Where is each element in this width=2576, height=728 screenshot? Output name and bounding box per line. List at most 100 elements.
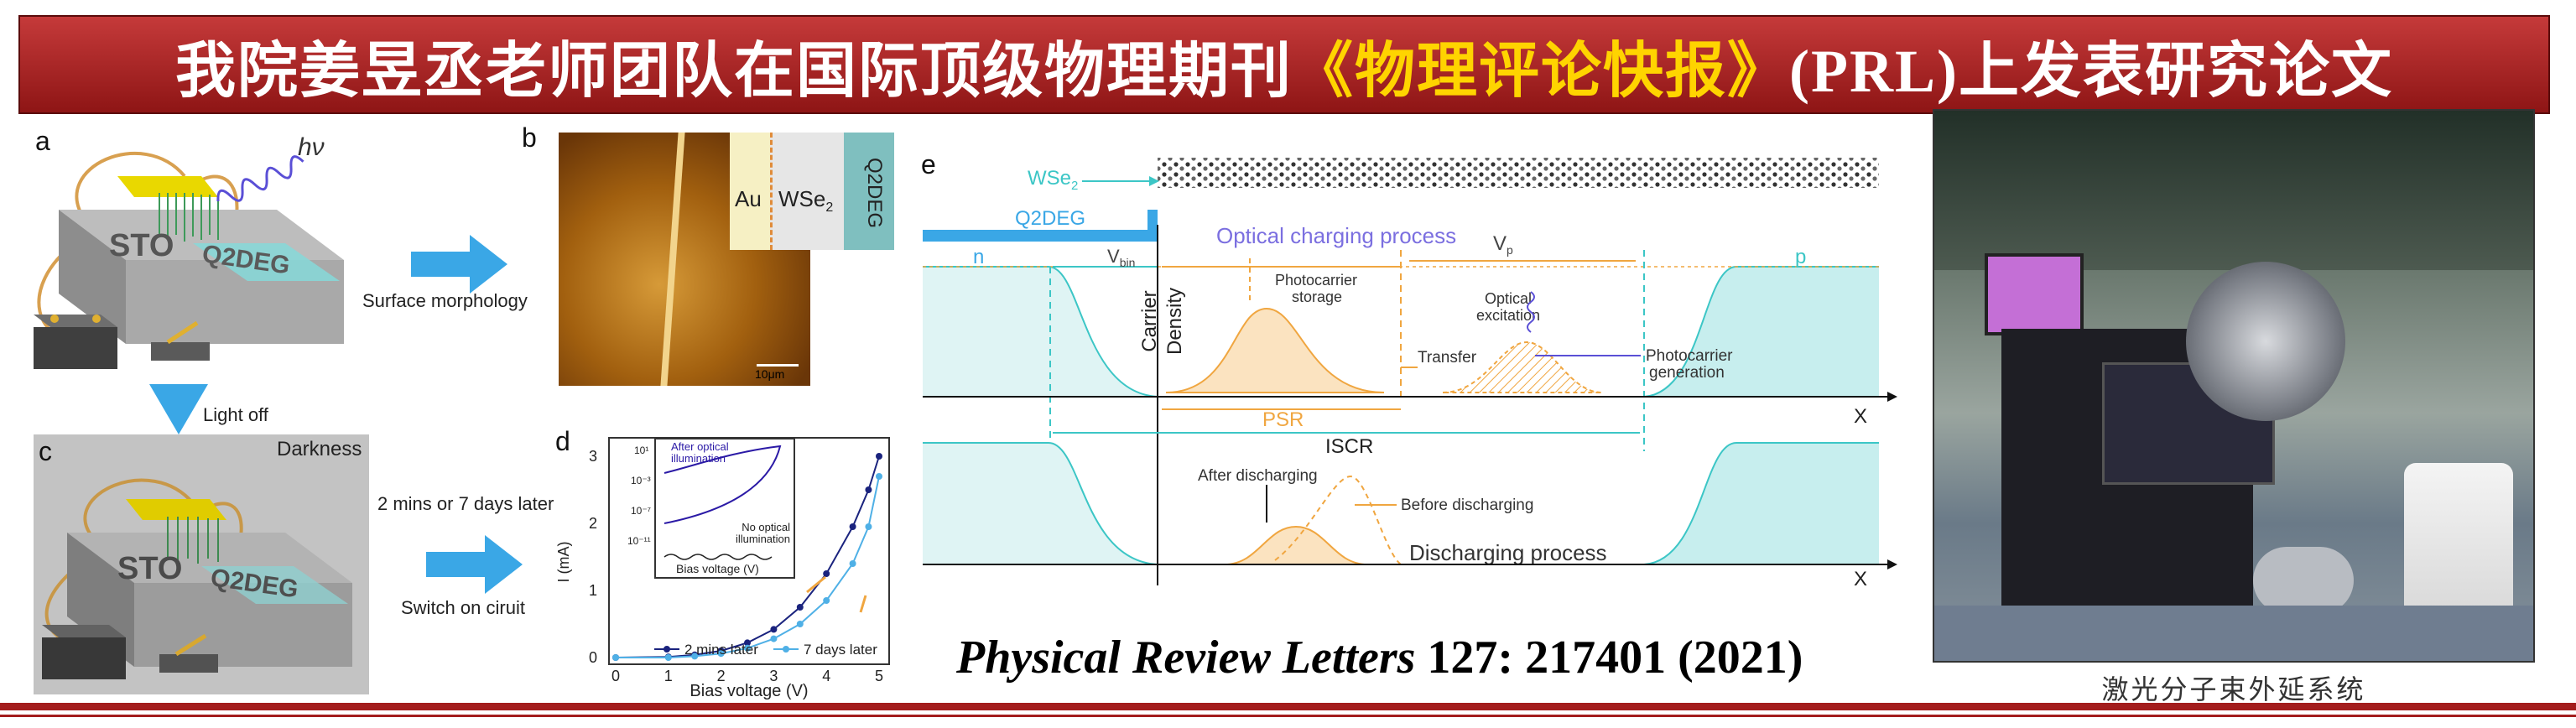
- down-arrow-icon: [149, 384, 208, 434]
- bottom-rule-thin: [0, 715, 2576, 717]
- scale-label: 10μm: [755, 367, 785, 381]
- light-off-label: Light off: [203, 404, 268, 425]
- optical-charging-label: Optical charging process: [1216, 223, 1456, 248]
- data-point: [691, 653, 699, 660]
- right-arrow-icon: [411, 235, 507, 294]
- y-tick-label: 3: [589, 448, 597, 465]
- sto-label-a: STO: [109, 228, 174, 263]
- x-tick-label: 4: [822, 668, 830, 684]
- x-tick-label: 0: [611, 668, 620, 684]
- inset-ytick-1: 10⁻³: [631, 475, 651, 486]
- data-point: [770, 626, 778, 633]
- inset-ytick-0: 10¹: [634, 445, 649, 456]
- wse2-label-b: WSe2: [778, 186, 834, 216]
- optical-excitation-2: excitation: [1476, 307, 1540, 324]
- before-discharging-label: Before discharging: [1401, 497, 1533, 514]
- y-tick-label: 1: [589, 582, 597, 599]
- data-point: [876, 473, 882, 480]
- page-title-banner: 我院姜昱丞老师团队在国际顶级物理期刊《物理评论快报》(PRL)上发表研究论文: [18, 15, 2550, 114]
- wse2-label-e: WSe2: [1028, 167, 1078, 193]
- data-point: [796, 604, 804, 611]
- sto-label-c: STO: [117, 551, 182, 586]
- wait-time-label: 2 mins or 7 days later: [377, 493, 554, 514]
- after-discharging-label: After discharging: [1198, 467, 1318, 485]
- journal-ref: 127: 217401 (2021): [1415, 632, 1803, 684]
- y-tick-label: 2: [589, 515, 597, 532]
- inset-ytick-3: 10⁻¹¹: [627, 535, 651, 547]
- data-point: [796, 621, 804, 627]
- legend-7days: 7 days later: [804, 642, 877, 658]
- right-arrow-icon-2: [426, 535, 523, 594]
- inset-xlabel: Bias voltage (V): [676, 562, 759, 575]
- inset-after-label: After optical illumination: [671, 440, 729, 465]
- data-point: [744, 644, 751, 652]
- panel-d-label: d: [555, 426, 570, 456]
- discharging-process-label: Discharging process: [1409, 540, 1607, 565]
- data-point: [770, 635, 778, 642]
- scale-bar: [757, 364, 799, 367]
- x-tick-label: 5: [875, 668, 883, 684]
- chart-inset: After optical illumination No optical il…: [654, 438, 795, 579]
- darkness-label: Darkness: [277, 438, 362, 460]
- panel-a-device-illustration: STO Q2DEG hν: [34, 133, 344, 369]
- vbin-label: Vbin: [1107, 246, 1135, 269]
- iv-curve-chart: 0 1 2 3 4 5 0 1 2 3 I (mA) Bias voltage (V) 2 min…: [555, 437, 890, 700]
- bottom-rule: [0, 703, 2576, 710]
- au-label: Au: [735, 186, 762, 211]
- switch-on-label: Switch on ciruit: [401, 597, 525, 618]
- data-point: [865, 486, 872, 493]
- data-point: [664, 654, 672, 661]
- data-point: [717, 650, 725, 658]
- legend-2mins: 2 mins later: [684, 642, 758, 658]
- photocarrier-storage-2: storage: [1292, 289, 1342, 305]
- data-point: [612, 654, 619, 661]
- data-point: [849, 560, 856, 567]
- title-part1: 我院姜昱丞老师团队在国际顶级物理期刊: [175, 37, 1293, 105]
- title-part2: (PRL)上发表研究论文: [1789, 37, 2393, 105]
- surface-morphology-label: Surface morphology: [362, 290, 528, 311]
- q2deg-label-e: Q2DEG: [1015, 207, 1085, 230]
- transfer-label: Transfer: [1418, 349, 1477, 367]
- photocarrier-generation-1: Photocarrier: [1646, 347, 1733, 365]
- n-label: n: [973, 246, 984, 268]
- x-axis-label-2: X: [1854, 568, 1867, 590]
- title-highlight: 《物理评论快报》: [1293, 37, 1790, 105]
- band-diagram: WSe2 Q2DEG Optical charging process n p …: [923, 158, 1897, 590]
- panel-c-device-illustration: STO Q2DEG: [42, 478, 352, 679]
- vp-label: Vp: [1493, 232, 1513, 257]
- psr-label: PSR: [1262, 408, 1304, 431]
- x-axis-label-1: X: [1854, 405, 1867, 428]
- optical-excitation-1: Optical: [1485, 290, 1532, 307]
- data-point: [823, 597, 830, 604]
- panel-a-label: a: [35, 126, 50, 156]
- journal-name: Physical Review Letters: [956, 632, 1416, 684]
- inset-no-label: No optical illumination: [735, 521, 790, 545]
- x-tick-label: 1: [664, 668, 673, 684]
- p-label: p: [1795, 246, 1806, 268]
- x-tick-label: 3: [769, 668, 778, 684]
- data-point: [865, 523, 872, 530]
- panel-c-label: c: [39, 436, 52, 466]
- inset-ytick-2: 10⁻⁷: [631, 505, 652, 517]
- afm-schematic-inset: Au WSe2 Q2DEG: [730, 133, 894, 250]
- photocarrier-storage-1: Photocarrier: [1275, 272, 1357, 289]
- panel-e-label: e: [921, 149, 936, 179]
- density-label: Density: [1163, 288, 1186, 355]
- hv-label: hν: [298, 133, 325, 161]
- citation: Physical Review Letters 127: 217401 (202…: [956, 631, 1803, 684]
- panel-b-label: b: [522, 122, 537, 153]
- y-tick-label: 0: [589, 649, 597, 666]
- data-point: [823, 570, 830, 577]
- chart-ylabel: I (mA): [555, 542, 572, 583]
- carrier-label: Carrier: [1138, 290, 1161, 351]
- q2deg-label-b: Q2DEG: [863, 158, 886, 229]
- data-point: [849, 523, 856, 530]
- photo-caption: 激光分子束外延系统: [2101, 674, 2366, 705]
- chart-xlabel: Bias voltage (V): [690, 682, 808, 700]
- x-tick-label: 2: [717, 668, 726, 684]
- equipment-photo: [1933, 109, 2535, 663]
- photocarrier-generation-2: generation: [1649, 364, 1725, 382]
- iscr-label: ISCR: [1325, 435, 1373, 458]
- data-point: [876, 453, 882, 460]
- data-point: [744, 639, 751, 647]
